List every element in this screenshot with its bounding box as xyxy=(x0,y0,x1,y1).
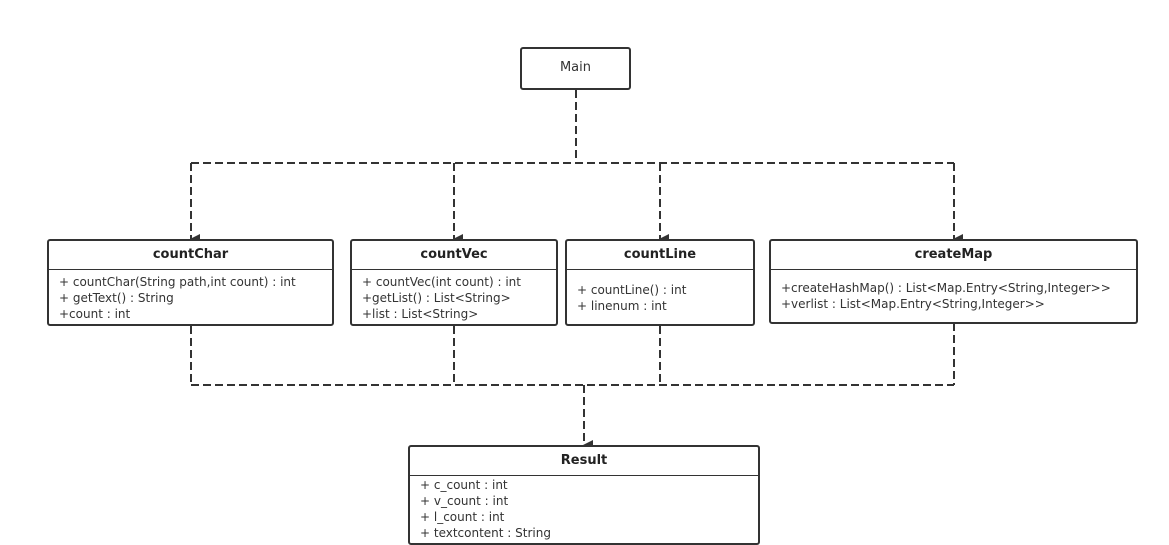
class-title-createmap: createMap xyxy=(771,241,1136,270)
member-verlist-field: +verlist : List<Map.Entry<String,Integer… xyxy=(781,297,1045,311)
connector-layer xyxy=(190,90,963,450)
class-box-countchar: countChar + countChar(String path,int co… xyxy=(47,239,334,326)
member-countline-method: + countLine() : int xyxy=(577,283,687,297)
member-countchar-method: + countChar(String path,int count) : int xyxy=(59,275,296,289)
member-v-count-field: + v_count : int xyxy=(420,494,509,508)
class-members-countchar: + countChar(String path,int count) : int… xyxy=(49,270,332,322)
member-linenum-field: + linenum : int xyxy=(577,299,667,313)
member-count-field: +count : int xyxy=(59,307,131,321)
class-members-createmap: +createHashMap() : List<Map.Entry<String… xyxy=(771,270,1136,312)
main-box: Main xyxy=(520,47,631,90)
member-countvec-method: + countVec(int count) : int xyxy=(362,275,521,289)
diagram-canvas: Main countChar + countChar(String path,i… xyxy=(47,47,1138,545)
class-members-countline: + countLine() : int + linenum : int xyxy=(567,270,753,314)
class-box-result: Result + c_count : int + v_count : int +… xyxy=(408,445,760,545)
member-getlist-method: +getList() : List<String> xyxy=(362,291,511,305)
class-title-countvec: countVec xyxy=(352,241,556,270)
class-title-countchar: countChar xyxy=(49,241,332,270)
member-textcontent-field: + textcontent : String xyxy=(420,526,551,540)
class-box-countline: countLine + countLine() : int + linenum … xyxy=(565,239,755,326)
class-title-countline: countLine xyxy=(567,241,753,270)
class-box-countvec: countVec + countVec(int count) : int +ge… xyxy=(350,239,558,326)
member-list-field: +list : List<String> xyxy=(362,307,479,321)
class-members-result: + c_count : int + v_count : int + l_coun… xyxy=(410,476,758,541)
member-gettext-method: + getText() : String xyxy=(59,291,174,305)
class-box-createmap: createMap +createHashMap() : List<Map.En… xyxy=(769,239,1138,324)
main-label: Main xyxy=(559,60,592,75)
member-c-count-field: + c_count : int xyxy=(420,478,508,492)
class-members-countvec: + countVec(int count) : int +getList() :… xyxy=(352,270,556,322)
class-title-result: Result xyxy=(410,447,758,476)
member-createhashmap-method: +createHashMap() : List<Map.Entry<String… xyxy=(781,281,1111,295)
member-l-count-field: + l_count : int xyxy=(420,510,505,524)
